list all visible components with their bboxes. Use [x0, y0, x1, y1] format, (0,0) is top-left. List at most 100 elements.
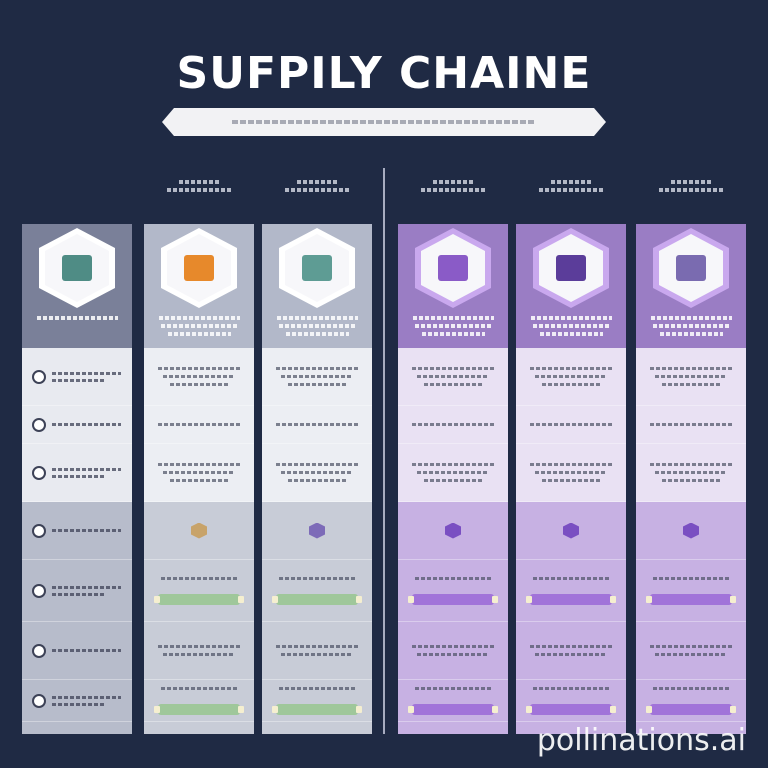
col-1-category-label [154, 316, 244, 336]
row-label [51, 423, 129, 426]
status-badge-icon [191, 522, 207, 539]
cell-text [652, 686, 730, 690]
cell-text [526, 423, 616, 426]
col-4-hex-frame [533, 228, 609, 308]
distribution-icon [438, 255, 468, 281]
progress-bar [154, 593, 245, 605]
labels-column [22, 224, 132, 734]
cell-text [526, 367, 616, 386]
row-label [51, 467, 129, 478]
table-row [22, 622, 132, 680]
table-row [144, 560, 254, 622]
table-row [636, 348, 746, 406]
table-row [636, 406, 746, 444]
table-row [516, 406, 626, 444]
row-label [51, 585, 129, 596]
check-icon [32, 523, 46, 538]
table-row [636, 722, 746, 734]
cell-text [154, 423, 244, 426]
col-3-hex-frame [415, 228, 491, 308]
progress-bar [154, 703, 245, 715]
col-5-category-label [646, 316, 736, 336]
table-row [636, 444, 746, 502]
cell-text [272, 463, 362, 482]
page-title: SUFPILY CHAINE [176, 48, 592, 99]
cell-text [532, 576, 610, 580]
table-row [144, 680, 254, 722]
table-row [144, 444, 254, 502]
table-row [398, 444, 508, 502]
table-row [516, 680, 626, 722]
row-label [51, 529, 129, 532]
table-row [144, 622, 254, 680]
cell-text [408, 367, 498, 386]
table-row [144, 348, 254, 406]
table-row [398, 502, 508, 560]
table-row [22, 444, 132, 502]
cell-text [160, 576, 238, 580]
progress-bar [408, 593, 499, 605]
table-row [516, 502, 626, 560]
cell-text [272, 367, 362, 386]
progress-bar [272, 703, 363, 715]
shield-icon [32, 643, 46, 658]
col-4-category-label [526, 316, 616, 336]
cell-text [154, 367, 244, 386]
col-5-heading [636, 172, 746, 200]
subtitle-text-blur [232, 120, 536, 124]
table-row [144, 502, 254, 560]
box-icon [32, 693, 46, 708]
cell-text [408, 645, 498, 656]
cell-text [646, 423, 736, 426]
row-label [51, 695, 129, 706]
col-4-header-panel [516, 224, 626, 348]
table-row [398, 560, 508, 622]
factory-icon [184, 255, 214, 281]
table-row [636, 622, 746, 680]
table-row [398, 406, 508, 444]
col-2-heading [262, 172, 372, 200]
watermark: pollinations.ai [536, 723, 746, 758]
table-row [262, 406, 372, 444]
table-row [262, 722, 372, 734]
col-1-header-panel [144, 224, 254, 348]
table-row [636, 502, 746, 560]
circle-icon [32, 583, 46, 598]
cell-text [408, 463, 498, 482]
table-row [22, 348, 132, 406]
cell-text [278, 686, 356, 690]
col-3-column [398, 224, 508, 734]
col-2-category-label [272, 316, 362, 336]
table-row [398, 680, 508, 722]
cell-text [272, 645, 362, 656]
table-row [516, 444, 626, 502]
cell-text [532, 686, 610, 690]
table-row [636, 560, 746, 622]
cell-text [646, 463, 736, 482]
cell-text [154, 463, 244, 482]
table-row [22, 502, 132, 560]
cell-text [154, 645, 244, 656]
progress-bar [646, 593, 737, 605]
table-row [262, 444, 372, 502]
retail-icon [556, 255, 586, 281]
cell-text [646, 645, 736, 656]
progress-bar [526, 703, 617, 715]
table-row [262, 680, 372, 722]
table-row [262, 560, 372, 622]
warehouse-icon [302, 255, 332, 281]
subtitle-banner [162, 108, 606, 136]
col-5-hex-frame [653, 228, 729, 308]
table-row [22, 560, 132, 622]
col-2-header-panel [262, 224, 372, 348]
table-row [516, 722, 626, 734]
cell-text [160, 686, 238, 690]
table-row [22, 406, 132, 444]
cell-text [408, 423, 498, 426]
labels-header-panel [22, 224, 132, 348]
labels-category-label [32, 316, 122, 320]
cell-text [526, 645, 616, 656]
table-row [398, 722, 508, 734]
col-3-category-label [408, 316, 498, 336]
col-2-column [262, 224, 372, 734]
